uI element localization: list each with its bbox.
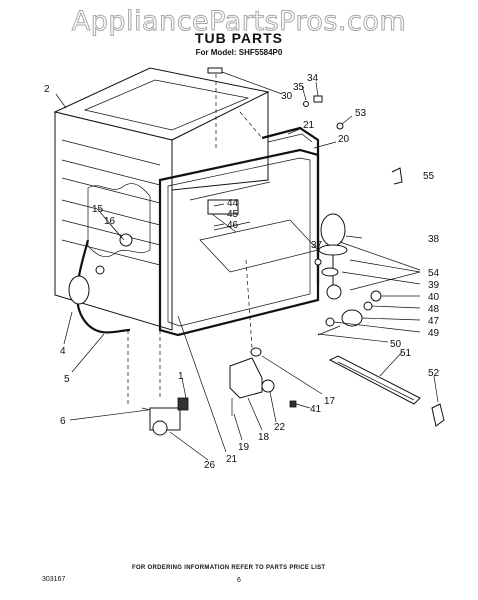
callout-41: 41 [310, 404, 322, 415]
callout-46: 46 [227, 220, 239, 231]
callout-54: 54 [428, 268, 440, 279]
lower-rack-rail [328, 355, 421, 405]
callout-15: 15 [92, 204, 104, 215]
callout-52: 52 [428, 368, 440, 379]
callout-47: 47 [428, 316, 440, 327]
callout-49: 49 [428, 328, 440, 339]
callout-4: 4 [60, 346, 66, 357]
inlet-valve [127, 330, 189, 436]
callout-34: 34 [307, 73, 319, 84]
callout-51: 51 [400, 348, 412, 359]
page-number: 6 [237, 577, 241, 584]
callout-48: 48 [428, 304, 440, 315]
callout-22: 22 [274, 422, 286, 433]
callout-5: 5 [64, 374, 70, 385]
callout-16: 16 [104, 216, 116, 227]
callout-6: 6 [60, 416, 66, 427]
callout-numbers: 2 30 35 34 53 21 20 55 44 45 46 15 16 37… [44, 73, 440, 471]
callout-2: 2 [44, 84, 50, 95]
callout-40: 40 [428, 292, 440, 303]
callout-20: 20 [338, 134, 350, 145]
callout-30: 30 [281, 91, 293, 102]
callout-50: 50 [390, 339, 402, 350]
callout-26: 26 [204, 460, 216, 471]
callout-21a: 21 [303, 120, 315, 131]
callout-37: 37 [311, 240, 323, 251]
callout-44: 44 [227, 198, 239, 209]
leader-lines [55, 71, 439, 461]
callout-21b: 21 [226, 454, 238, 465]
model-line: For Model: SHF5584P0 [195, 48, 283, 57]
callout-55: 55 [423, 171, 435, 182]
tub-bottom [199, 199, 319, 273]
callout-39: 39 [428, 280, 440, 291]
float-switch-assembly [229, 259, 297, 416]
diagram-title: TUB PARTS [194, 30, 284, 46]
callout-1: 1 [178, 371, 184, 382]
tub-body [53, 67, 270, 331]
callout-17: 17 [324, 396, 336, 407]
callout-18: 18 [258, 432, 270, 443]
callout-35: 35 [293, 82, 305, 93]
watermark: AppliancePartsPros.com [71, 6, 407, 38]
callout-38: 38 [428, 234, 440, 245]
clips-and-fasteners [207, 67, 445, 427]
document-number: 303167 [42, 576, 66, 583]
callout-45: 45 [227, 209, 239, 220]
wash-arm-parts [314, 213, 421, 336]
side-channel-strip [239, 111, 320, 285]
callout-19: 19 [238, 442, 250, 453]
ordering-footer-note: FOR ORDERING INFORMATION REFER TO PARTS … [132, 565, 326, 571]
callout-53: 53 [355, 108, 367, 119]
drain-hose [68, 239, 131, 334]
